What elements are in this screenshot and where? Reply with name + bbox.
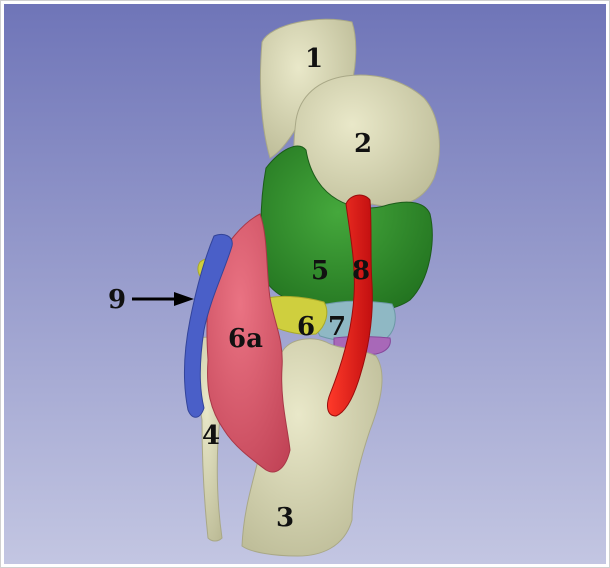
label-2: 2	[354, 131, 372, 157]
label-7: 7	[328, 314, 346, 340]
label-3: 3	[276, 505, 294, 531]
label-8: 8	[352, 258, 370, 284]
label-9: 9	[108, 287, 126, 313]
label-5: 5	[311, 258, 329, 284]
label-6a: 6a	[228, 326, 263, 352]
label-6: 6	[297, 314, 315, 340]
label-4: 4	[202, 423, 220, 449]
label-1: 1	[305, 46, 323, 72]
